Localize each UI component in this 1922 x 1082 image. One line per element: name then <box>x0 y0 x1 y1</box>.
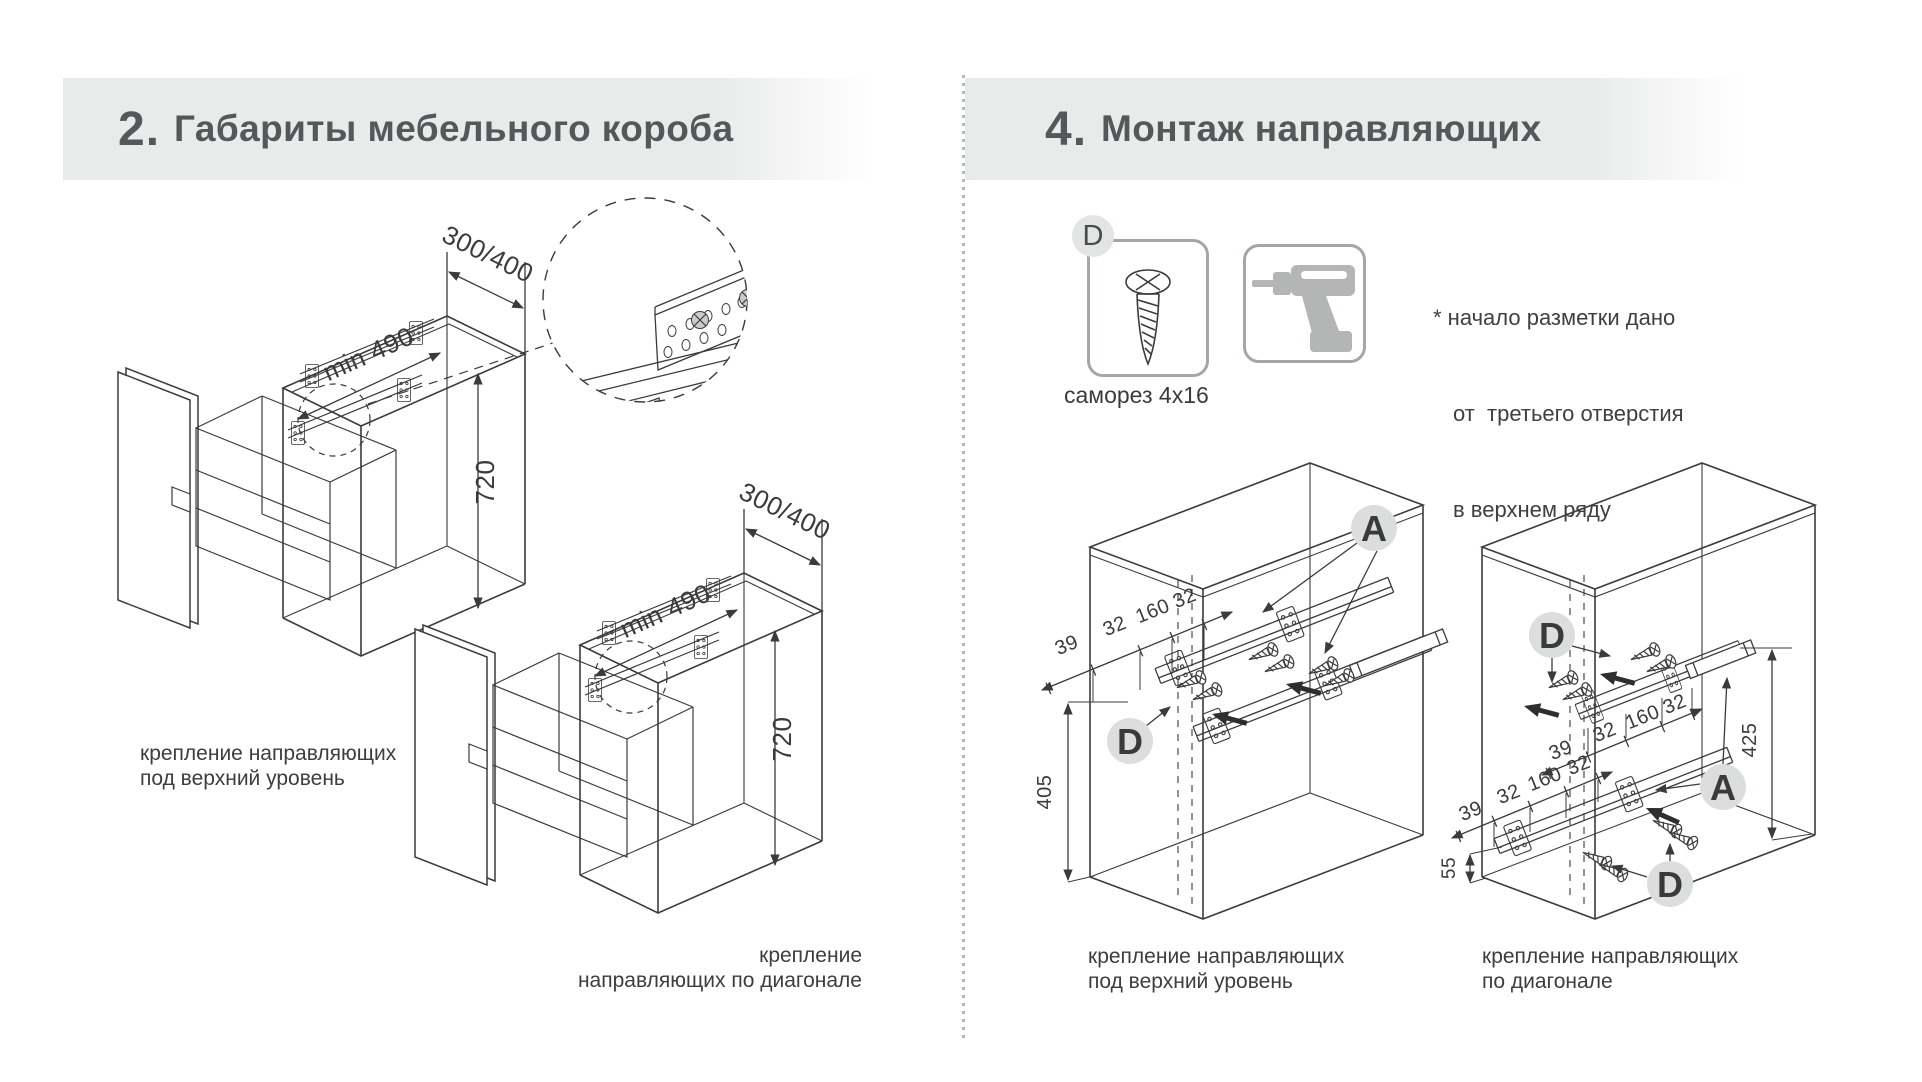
bracket-screw-icon <box>691 289 747 329</box>
dim-height-label: 720 <box>470 460 500 505</box>
dim-depth-label: min 490 <box>615 578 715 644</box>
cabinet-drawing-top-level-right: 39 32 160 32 405 A D <box>1034 462 1449 920</box>
screw-size-caption: саморез 4x16 <box>1064 382 1209 408</box>
callout-circle-d-top <box>1529 612 1575 658</box>
note-line: в верхнем ряду <box>1453 497 1611 522</box>
dim-pitch-label: 32 <box>1660 690 1690 719</box>
callout-label-d: D <box>1117 721 1143 762</box>
phillips-screw-icon <box>1125 269 1171 367</box>
mounting-bracket-detail-circle <box>367 197 748 405</box>
callout-circle-d <box>1107 718 1153 764</box>
caption-line: крепление <box>759 944 862 967</box>
marking-note: * начало разметки дано от третьего отвер… <box>1433 238 1684 590</box>
dim-height-label: 405 <box>1034 775 1056 810</box>
callout-label-a: A <box>1710 767 1736 808</box>
left-panel-title: Габариты мебельного короба <box>174 108 734 149</box>
callout-label-d-bottom: D <box>1657 864 1683 905</box>
note-line: от третьего отверстия <box>1453 401 1684 426</box>
caption-line: под верхний уровень <box>1088 970 1293 993</box>
dim-width-label: 300/400 <box>438 219 539 289</box>
caption-line: крепление направляющих <box>1482 945 1739 968</box>
panel-divider <box>962 75 965 1043</box>
dim-pitch-label: 32 <box>1170 584 1200 613</box>
caption-diagonal-right: крепление направляющих по диагонале <box>1482 944 1738 994</box>
dim-offset-label: 39 <box>1052 631 1082 660</box>
dim-depth-label: min 490 <box>318 321 418 387</box>
dim-pitch-label: 32 <box>1100 612 1130 641</box>
left-panel-title-band: 2. Габариты мебельного короба <box>63 78 875 180</box>
dim-width-label: 300/400 <box>735 476 836 546</box>
dim-height-label: 425 <box>1739 723 1761 758</box>
note-line: * начало разметки дано <box>1433 305 1676 330</box>
callout-label-a: A <box>1361 508 1387 549</box>
right-panel-title: Монтаж направляющих <box>1101 108 1542 149</box>
callout-circle-a <box>1700 764 1746 810</box>
cabinet-drawing-top-level-left: 300/400 min 490 720 <box>118 219 538 656</box>
drill-box <box>1243 244 1366 363</box>
caption-line: под верхний уровень <box>140 767 345 790</box>
caption-line: крепление направляющих <box>1088 945 1345 968</box>
dim-bottom-offset-label: 55 <box>1439 857 1460 879</box>
right-panel-title-band: 4. Монтаж направляющих <box>965 78 1743 180</box>
callout-label-d-top: D <box>1539 615 1565 656</box>
dim-span-label: 160 <box>1622 701 1663 734</box>
screw-box <box>1087 239 1209 377</box>
dim-span-label: 160 <box>1132 595 1173 628</box>
caption-top-level-right: крепление направляющих под верхний урове… <box>1088 944 1344 994</box>
left-panel-number: 2. <box>118 102 161 156</box>
callout-circle-d-bottom <box>1647 861 1693 907</box>
caption-top-level-left: крепление направляющих под верхний урове… <box>140 741 396 791</box>
dim-offset-label: 39 <box>1456 797 1486 826</box>
dim-height-label: 720 <box>767 717 797 762</box>
caption-line: направляющих по диагонале <box>577 969 862 992</box>
power-drill-icon <box>1252 265 1355 352</box>
dim-pitch-label: 32 <box>1494 780 1524 809</box>
caption-line: по диагонале <box>1482 970 1613 993</box>
caption-diagonal-left: крепление направляющих по диагонале <box>540 943 862 993</box>
screw-position-badge: D <box>1072 215 1114 257</box>
callout-circle-a <box>1351 505 1397 551</box>
right-panel-number: 4. <box>1045 102 1088 156</box>
caption-line: крепление направляющих <box>140 742 397 765</box>
